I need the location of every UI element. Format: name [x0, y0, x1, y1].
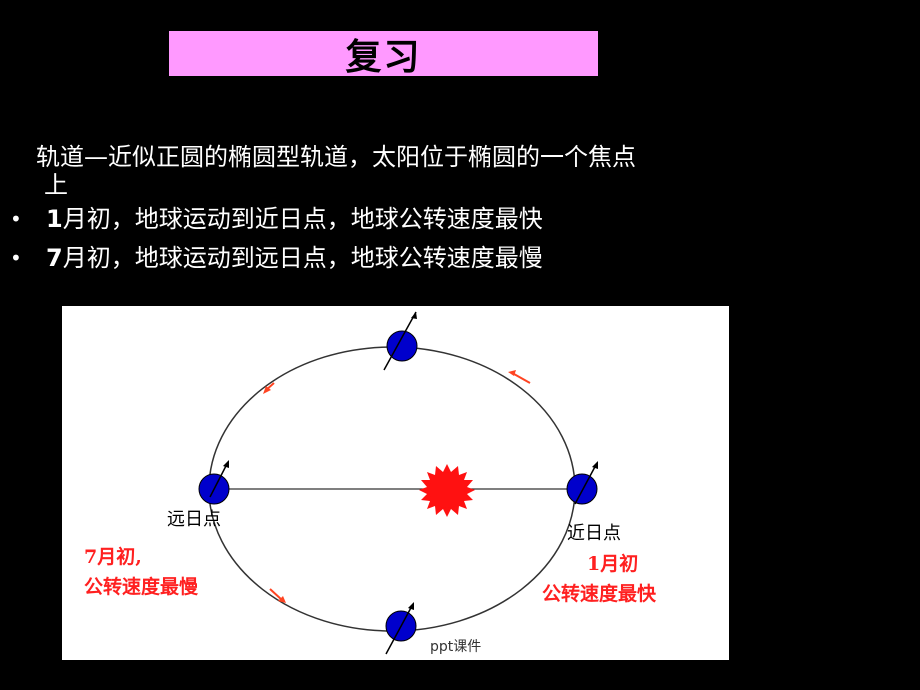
bullet-text: 月初，地球运动到近日点，地球公转速度最快	[62, 205, 543, 233]
orbit-direction-arrow-icon	[269, 588, 286, 603]
bullet-month-number: 7	[46, 244, 63, 272]
earth-icon	[198, 460, 230, 505]
january-label-line2: 公转速度最快	[542, 582, 657, 605]
orbit-description: 轨道—近似正圆的椭圆型轨道，太阳位于椭圆的一个焦点	[36, 143, 636, 171]
title-banner: 复习	[169, 31, 598, 78]
slide-title: 复习	[345, 36, 422, 78]
orbit-diagram: 远日点 近日点 7月初, 公转速度最慢 1月初 公转速度最快	[62, 306, 729, 660]
bullet-month-number: 1	[46, 205, 63, 233]
bullet-dot: •	[10, 246, 22, 270]
bullet-january: • 1 月初，地球运动到近日点，地球公转速度最快	[10, 204, 543, 234]
earth-icon	[385, 602, 417, 655]
footer-text: ppt课件	[430, 639, 482, 655]
earth-icon	[566, 461, 598, 505]
orbit-direction-arrow-icon	[263, 382, 275, 394]
bullet-july: • 7 月初，地球运动到远日点，地球公转速度最慢	[10, 243, 543, 273]
perihelion-label: 近日点	[567, 523, 621, 544]
july-label-line2: 公转速度最慢	[84, 575, 199, 598]
bullet-dot: •	[10, 207, 22, 231]
orbit-svg: 远日点 近日点 7月初, 公转速度最慢 1月初 公转速度最快	[84, 311, 657, 655]
july-label-line1: 7月初,	[84, 545, 142, 568]
orbit-description-continued: 上	[44, 171, 68, 199]
january-label-line1: 1月初	[587, 552, 638, 575]
aphelion-label: 远日点	[167, 509, 221, 530]
bullet-text: 月初，地球运动到远日点，地球公转速度最慢	[62, 244, 543, 272]
sun-icon	[419, 464, 475, 517]
orbit-direction-arrow-icon	[508, 370, 531, 384]
earth-icon	[383, 311, 418, 371]
